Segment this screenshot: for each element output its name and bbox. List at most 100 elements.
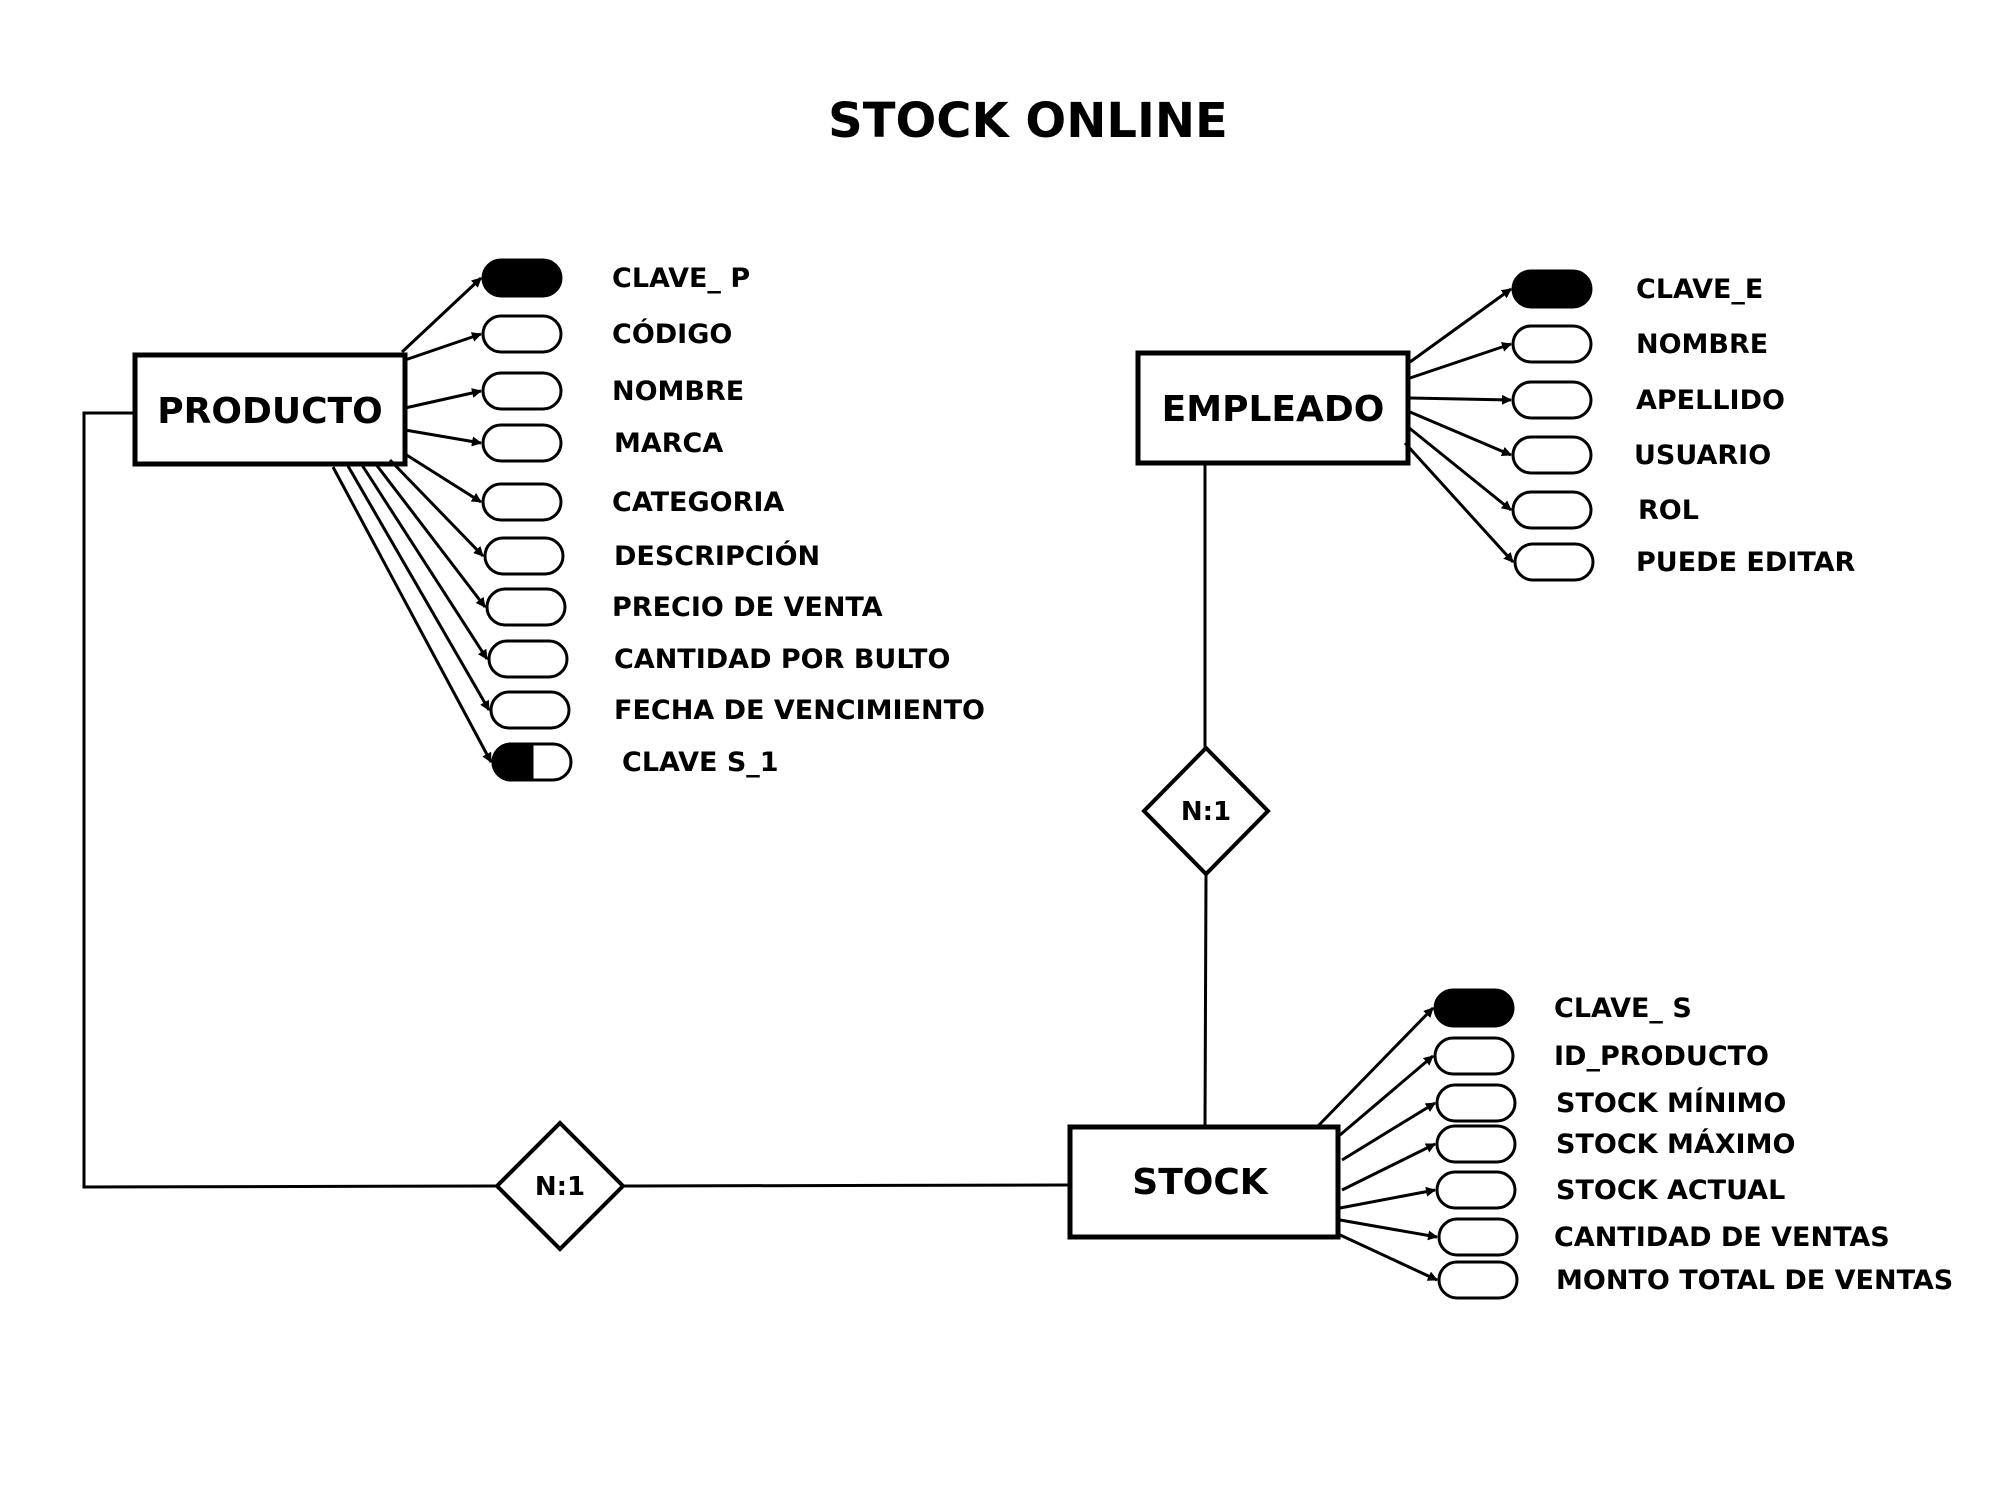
attribute-connector-arrow	[400, 276, 483, 354]
attribute-connector-arrow	[404, 332, 482, 362]
attribute-connector-arrow	[1403, 441, 1515, 564]
entity-name: STOCK	[1132, 1162, 1269, 1203]
stock-attributes: CLAVE_ S ID_PRODUCTO STOCK MÍNIMO STOCK MÁX…	[1316, 988, 1953, 1300]
empleado-attr-clave-e: CLAVE_E	[1409, 269, 1763, 364]
relationship-diamond	[1141, 745, 1271, 877]
attribute-label: CLAVE_E	[1636, 274, 1763, 305]
primary-key-oval	[1511, 269, 1593, 309]
attribute-label: NOMBRE	[612, 376, 744, 407]
producto-attributes: CLAVE_ P CÓDIGO NOMBRE MARCA CATEGORIA DESCRI…	[331, 258, 985, 782]
relationship-cardinality-label: N:1	[535, 1172, 585, 1202]
foreign-key-half-fill	[491, 742, 534, 782]
diagram-title: STOCK ONLINE	[828, 93, 1228, 149]
rel-to-stock-vertical-line	[1203, 873, 1208, 1126]
attribute-connector-arrow	[404, 388, 482, 410]
producto-attr-precio-de-venta: PRECIO DE VENTA	[373, 462, 883, 627]
relationship-empleado-stock: N:1	[1141, 745, 1271, 877]
attribute-label: STOCK MÁXIMO	[1556, 1128, 1795, 1160]
producto-attr-clave-p: CLAVE_ P	[400, 258, 750, 354]
attribute-label: CÓDIGO	[612, 318, 732, 350]
attribute-connector-arrow	[331, 466, 493, 763]
attribute-oval	[1435, 1124, 1517, 1164]
stock-attr-clave-s: CLAVE_ S	[1316, 988, 1692, 1128]
attribute-label: STOCK MÍNIMO	[1556, 1087, 1786, 1119]
attribute-label: STOCK ACTUAL	[1556, 1175, 1785, 1206]
attribute-connector-arrow	[1409, 342, 1512, 380]
attribute-oval	[1435, 1170, 1517, 1210]
empleado-attr-puede-editar: PUEDE EDITAR	[1403, 441, 1856, 582]
attribute-oval	[489, 690, 571, 730]
attribute-label: CATEGORIA	[612, 487, 784, 518]
attribute-label: USUARIO	[1634, 440, 1771, 471]
attribute-oval	[1437, 1217, 1519, 1257]
attribute-connector-arrow	[404, 452, 482, 504]
attribute-label: PUEDE EDITAR	[1636, 547, 1856, 578]
attribute-connector-arrow	[1409, 394, 1512, 405]
rel-to-stock-line	[622, 1183, 1069, 1188]
relationship-producto-stock: N:1	[494, 1120, 626, 1252]
attribute-label: PRECIO DE VENTA	[612, 592, 883, 623]
entity-producto: PRODUCTO	[132, 352, 408, 467]
producto-attr-codigo: CÓDIGO	[404, 314, 732, 362]
empleado-attr-nombre: NOMBRE	[1409, 324, 1768, 380]
stock-attr-stock-actual: STOCK ACTUAL	[1339, 1170, 1785, 1210]
attribute-oval	[483, 536, 565, 576]
attribute-connector-arrow	[346, 465, 491, 711]
attribute-label: CLAVE_ P	[612, 263, 750, 294]
empleado-attr-usuario: USUARIO	[1409, 410, 1771, 475]
entity-name: PRODUCTO	[157, 391, 382, 432]
attribute-connector-arrow	[1409, 410, 1512, 457]
attribute-label: ID_PRODUCTO	[1554, 1041, 1769, 1072]
attribute-connector-arrow	[373, 462, 487, 608]
attribute-label: MONTO TOTAL DE VENTAS	[1556, 1265, 1953, 1296]
attribute-connector-arrow	[1407, 425, 1512, 512]
empleado-attributes: CLAVE_E NOMBRE APELLIDO USUARIO ROL PUEDE EDI…	[1403, 269, 1856, 582]
attribute-connector-arrow	[1341, 1101, 1436, 1162]
attribute-oval	[481, 423, 563, 463]
producto-attr-cantidad-por-bulto: CANTIDAD POR BULTO	[360, 464, 950, 679]
attribute-connector-arrow	[1339, 1186, 1436, 1210]
attribute-oval	[1513, 542, 1595, 582]
attribute-oval	[1511, 324, 1593, 364]
stock-attr-id-producto: ID_PRODUCTO	[1339, 1036, 1769, 1137]
producto-attr-fecha-de-vencimiento: FECHA DE VENCIMIENTO	[346, 465, 985, 730]
producto-to-rel-line	[82, 411, 498, 1189]
producto-attr-categoria: CATEGORIA	[404, 452, 784, 522]
attribute-connector-arrow	[1316, 1006, 1435, 1128]
entity-box	[1135, 350, 1411, 466]
attribute-label: ROL	[1638, 495, 1699, 526]
primary-key-oval	[1433, 988, 1515, 1028]
relationship-cardinality-label: N:1	[1181, 797, 1231, 827]
attribute-oval	[1435, 1083, 1517, 1123]
attribute-connector-arrow	[1339, 1218, 1438, 1241]
entity-box	[1067, 1124, 1341, 1240]
attribute-oval	[1511, 490, 1593, 530]
attribute-label: NOMBRE	[1636, 329, 1768, 360]
stock-attr-stock-minimo: STOCK MÍNIMO	[1341, 1083, 1786, 1162]
attribute-connector-arrow	[1339, 1054, 1434, 1137]
producto-attr-descripcion: DESCRIPCIÓN	[388, 458, 820, 576]
empleado-attr-apellido: APELLIDO	[1409, 380, 1785, 420]
relationship-lines	[82, 411, 1208, 1189]
attribute-oval	[1511, 380, 1593, 420]
attribute-label: DESCRIPCIÓN	[614, 540, 820, 572]
empleado-attr-rol: ROL	[1407, 425, 1699, 530]
entity-empleado: EMPLEADO	[1135, 350, 1411, 466]
attribute-oval	[481, 371, 563, 411]
producto-attr-marca: MARCA	[404, 423, 723, 463]
producto-attr-clave-s-1: CLAVE S_1	[331, 466, 779, 782]
entity-name: EMPLEADO	[1162, 389, 1385, 430]
attribute-oval	[481, 314, 563, 354]
attribute-oval	[1437, 1260, 1519, 1300]
attribute-connector-arrow	[1337, 1232, 1438, 1282]
stock-attr-cantidad-de-ventas: CANTIDAD DE VENTAS	[1339, 1217, 1890, 1257]
primary-key-oval	[481, 258, 563, 298]
attribute-oval	[485, 587, 567, 627]
attribute-oval	[481, 482, 563, 522]
stock-attr-monto-total-de-ventas: MONTO TOTAL DE VENTAS	[1337, 1232, 1953, 1300]
entity-box	[132, 352, 408, 467]
attribute-label: CLAVE_ S	[1554, 993, 1692, 1024]
stock-attr-stock-maximo: STOCK MÁXIMO	[1341, 1124, 1795, 1192]
relationship-diamond	[494, 1120, 626, 1252]
